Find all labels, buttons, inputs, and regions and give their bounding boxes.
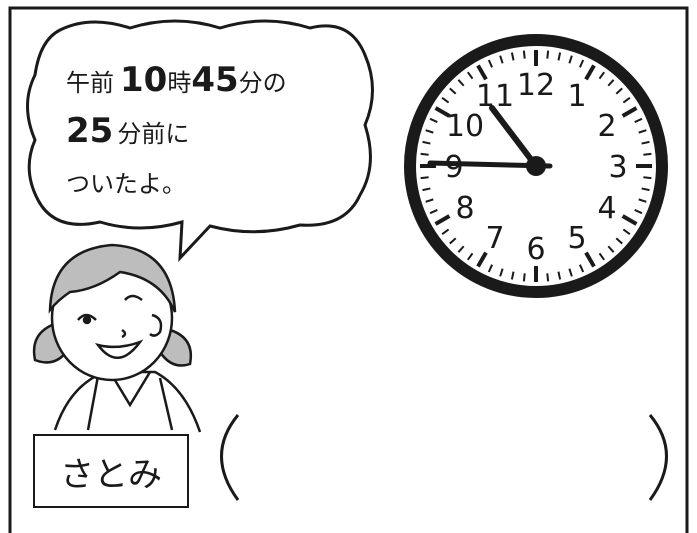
speech-text: 分の	[238, 69, 287, 97]
hour-tick	[621, 106, 638, 118]
clock-number: 10	[446, 109, 484, 144]
clock-center	[526, 156, 546, 176]
hour-tick	[434, 214, 451, 226]
clock-number: 1	[567, 79, 586, 114]
minute-tick	[441, 228, 450, 235]
clock-number: 3	[608, 150, 627, 185]
minute-tick	[607, 245, 615, 253]
minute-tick	[634, 117, 643, 123]
speech-text: 分前に	[117, 120, 190, 148]
minute-tick	[607, 79, 615, 87]
right-parenthesis	[648, 414, 668, 501]
minute-tick	[422, 140, 431, 145]
minute-tick	[641, 187, 650, 192]
hour-tick	[584, 251, 596, 268]
minute-tick	[579, 59, 585, 68]
card-frame	[8, 6, 689, 533]
minute-tick	[598, 252, 605, 261]
minute-tick	[510, 52, 515, 61]
minute-tick	[557, 271, 562, 280]
minute-tick	[643, 152, 652, 156]
speech-bubble	[26, 19, 374, 263]
clock-number: 9	[444, 150, 463, 185]
minute-tick	[638, 198, 647, 203]
hour-hand	[489, 105, 539, 169]
speech-number: 10	[120, 60, 168, 100]
clock-number: 5	[567, 221, 586, 256]
speech-text: 時	[167, 69, 192, 97]
minute-tick	[499, 55, 504, 64]
minute-tick	[622, 228, 631, 235]
minute-tick	[425, 198, 434, 203]
minute-tick	[499, 268, 504, 277]
clock-number: 7	[485, 221, 504, 256]
minute-tick	[467, 252, 474, 261]
hour-tick	[476, 64, 488, 81]
minute-tick	[449, 87, 457, 95]
minute-tick	[634, 209, 643, 215]
clock-number: 8	[455, 191, 474, 226]
speech-text: 午前	[66, 69, 114, 97]
minute-tick	[641, 140, 650, 145]
minute-tick	[441, 97, 450, 104]
minute-tick	[579, 264, 585, 273]
minute-tick	[457, 245, 465, 253]
minute-tick	[568, 268, 573, 277]
answer-blank[interactable]	[250, 420, 640, 496]
minute-tick	[598, 71, 605, 80]
minute-tick	[487, 264, 493, 273]
minute-tick	[457, 79, 465, 87]
minute-tick	[522, 273, 526, 282]
minute-tick	[487, 59, 493, 68]
speech-number: 45	[191, 60, 239, 100]
speech-line-3: ついたよ。	[66, 170, 186, 198]
minute-tick	[510, 271, 515, 280]
minute-tick	[425, 129, 434, 134]
minute-tick	[557, 52, 562, 61]
minute-tick	[522, 50, 526, 59]
minute-tick	[615, 237, 623, 245]
clock-number: 2	[597, 109, 616, 144]
hour-tick	[621, 214, 638, 226]
hour-tick	[434, 106, 451, 118]
minute-tick	[429, 117, 438, 123]
minute-tick	[429, 209, 438, 215]
minute-tick	[622, 97, 631, 104]
hour-tick	[476, 251, 488, 268]
minute-tick	[449, 237, 457, 245]
girl-illustration	[32, 243, 202, 433]
name-tag: さとみ	[33, 434, 189, 508]
clock-number: 4	[597, 191, 616, 226]
left-parenthesis	[220, 414, 240, 501]
minute-tick	[422, 187, 431, 192]
minute-tick	[643, 176, 652, 180]
minute-tick	[420, 152, 429, 156]
speech-number: 25	[66, 111, 114, 151]
minute-tick	[568, 55, 573, 64]
minute-tick	[467, 71, 474, 80]
clock-number: 6	[526, 232, 545, 267]
minute-tick	[546, 273, 550, 282]
minute-tick	[546, 50, 550, 59]
minute-tick	[420, 176, 429, 180]
minute-tick	[638, 129, 647, 134]
hour-tick	[584, 64, 596, 81]
minute-tick	[615, 87, 623, 95]
clock-ticks	[420, 50, 652, 282]
clock-number: 12	[517, 68, 555, 103]
